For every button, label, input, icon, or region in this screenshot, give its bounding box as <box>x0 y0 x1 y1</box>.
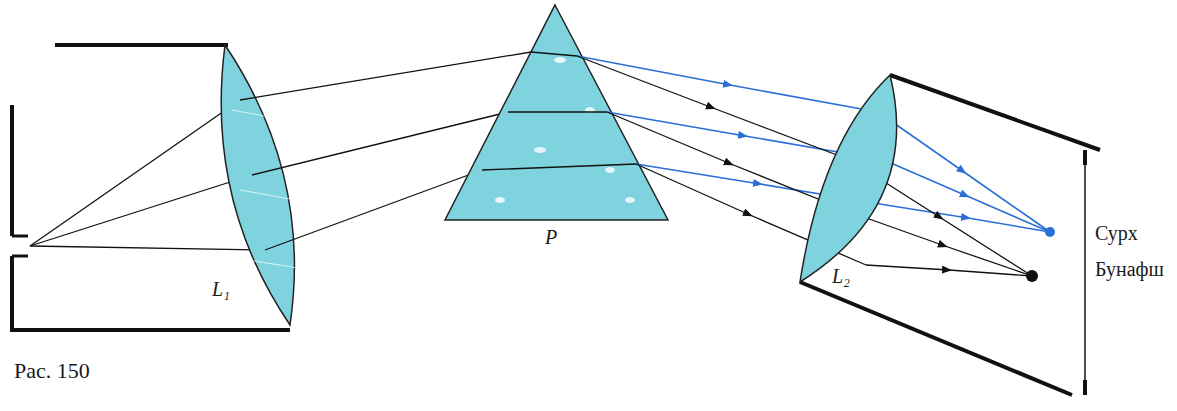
red-focus <box>1045 227 1055 237</box>
lens-l2 <box>800 75 897 282</box>
lens-label: L₁ <box>212 278 230 301</box>
telescope-tube <box>800 75 1100 395</box>
prism <box>445 5 668 220</box>
violet-focus <box>1026 270 1038 282</box>
violet-rays <box>577 56 1032 276</box>
lens-label: L₂ <box>832 265 850 288</box>
lens-l1-highlight <box>232 110 298 268</box>
color-label: Бунафш <box>1095 258 1164 281</box>
red-rays <box>577 56 1050 232</box>
figure-caption: Рас. 150 <box>14 358 90 384</box>
color-label: Сурх <box>1095 222 1138 245</box>
prism-label: P <box>545 226 557 249</box>
prism-highlight <box>495 57 635 203</box>
lens-l1 <box>221 45 294 325</box>
